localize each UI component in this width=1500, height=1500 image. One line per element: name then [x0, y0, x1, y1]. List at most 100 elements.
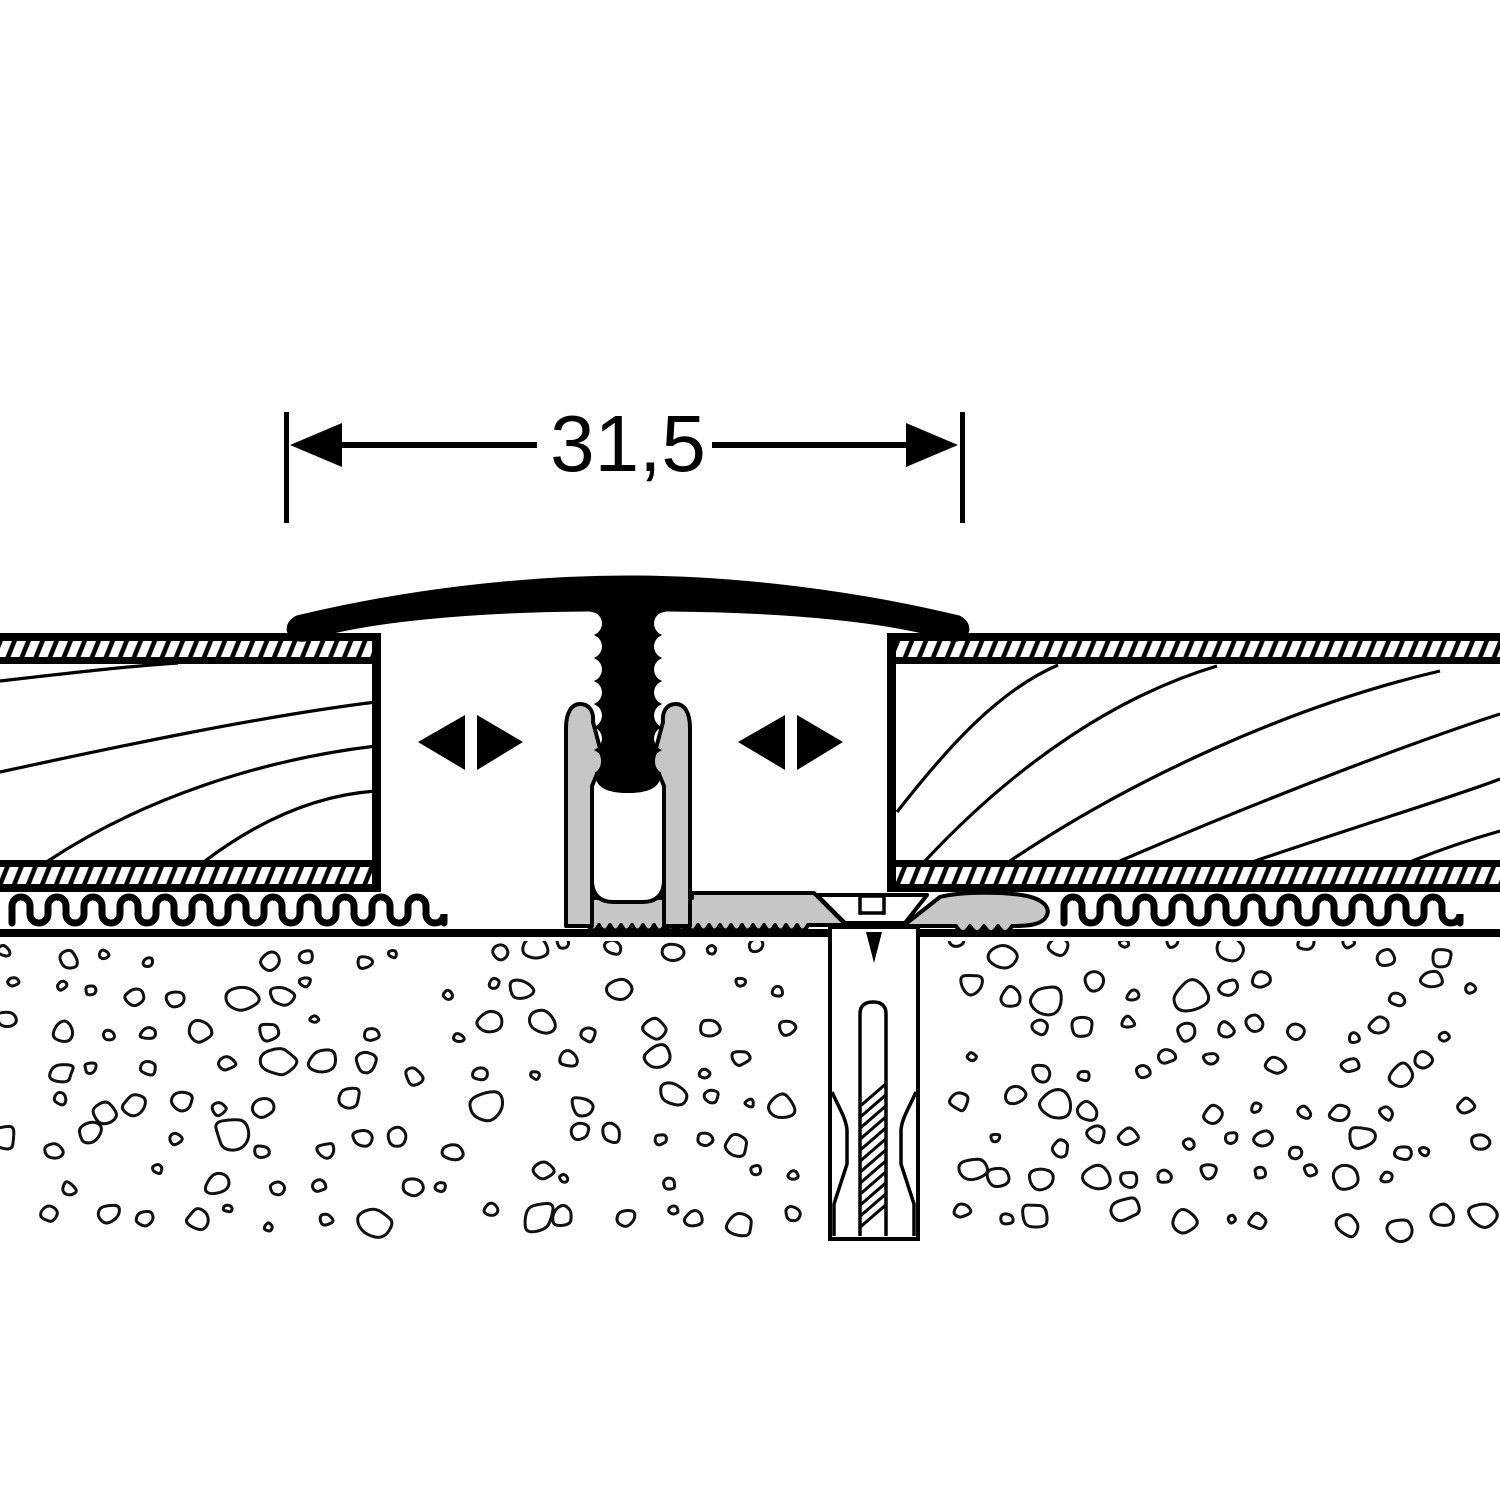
stone — [602, 941, 623, 956]
stone — [468, 1090, 505, 1123]
stone — [985, 1166, 1011, 1189]
stone — [989, 1132, 1002, 1144]
dimension-annotation: 31,5 — [284, 399, 965, 523]
stone — [77, 1120, 103, 1145]
stone — [1085, 1124, 1106, 1145]
stone — [386, 948, 398, 960]
stone — [83, 1061, 98, 1075]
stone — [43, 1142, 65, 1160]
stone — [0, 1010, 18, 1029]
stone — [91, 1100, 118, 1126]
stone — [1250, 1101, 1263, 1114]
underlay-foam — [8, 893, 1464, 927]
stone — [1253, 1165, 1268, 1180]
stone — [1070, 1015, 1094, 1038]
stone — [1327, 1103, 1351, 1123]
stone — [441, 988, 455, 1001]
stone — [1215, 941, 1245, 963]
stone — [604, 977, 634, 1002]
stone — [1244, 1013, 1265, 1033]
stone — [1377, 1105, 1394, 1122]
screw-tip-icon — [866, 932, 882, 963]
left-panel-wood-grain — [0, 661, 377, 863]
transition-profile — [286, 575, 970, 794]
stone — [1050, 1138, 1070, 1159]
movement-arrows-left — [418, 715, 523, 770]
stone — [653, 1133, 668, 1147]
stone — [641, 1016, 668, 1041]
stone — [743, 1097, 755, 1109]
stone — [1250, 970, 1272, 989]
stone — [96, 1203, 121, 1225]
dimension-extension-line-right — [960, 412, 965, 523]
stone — [224, 985, 261, 1012]
stone — [337, 1086, 361, 1110]
stone — [169, 1090, 194, 1113]
stone — [667, 1204, 680, 1216]
stone — [1038, 1088, 1073, 1120]
stone — [138, 1060, 157, 1077]
movement-arrow-left-icon — [418, 715, 465, 770]
stone — [570, 1096, 595, 1118]
stone — [61, 1180, 78, 1197]
stone — [1172, 978, 1211, 1013]
stone — [97, 948, 111, 961]
stone — [168, 1131, 184, 1147]
stone — [601, 1121, 621, 1145]
stone — [482, 1201, 500, 1217]
stone — [730, 1050, 752, 1067]
stone — [268, 1180, 287, 1197]
stone — [356, 1207, 394, 1239]
stone — [1075, 1099, 1099, 1122]
stone — [134, 1209, 155, 1228]
stone — [734, 976, 748, 988]
plug-expansion-slot-left — [830, 1091, 849, 1236]
right-panel-bottom-hatch — [893, 866, 1500, 885]
stone — [440, 1143, 465, 1162]
stone — [1003, 1084, 1028, 1106]
stone — [1287, 1145, 1304, 1161]
stone — [786, 1169, 800, 1181]
stone — [1181, 1137, 1196, 1151]
stone — [1118, 941, 1131, 949]
stone — [957, 1157, 990, 1182]
stone — [1021, 1203, 1049, 1229]
right-panel-top-border-inner — [887, 657, 1500, 664]
stone — [138, 1026, 158, 1040]
stone — [527, 1008, 557, 1035]
stone — [558, 1173, 570, 1184]
stone — [268, 985, 297, 1007]
stone — [297, 976, 312, 989]
stone — [723, 1132, 749, 1158]
stone — [1247, 1211, 1268, 1231]
stone — [521, 941, 550, 960]
left-panel-bottom-border — [0, 860, 380, 867]
stone — [363, 1027, 381, 1042]
stone — [306, 1048, 338, 1074]
stone — [1028, 985, 1063, 1017]
stone — [1437, 1030, 1451, 1043]
stone — [770, 984, 784, 998]
movement-arrows-right — [738, 715, 843, 770]
movement-arrow-right-icon — [797, 715, 843, 770]
stone — [51, 1019, 75, 1044]
stone — [120, 1093, 147, 1118]
stone — [1286, 1022, 1306, 1042]
stone — [615, 1208, 637, 1228]
stone — [1156, 1168, 1173, 1184]
stone — [1429, 1202, 1455, 1227]
stone — [555, 941, 571, 950]
screw-thread-hatch — [860, 1080, 886, 1231]
subfloor-aggregate — [0, 941, 1499, 1244]
stone — [986, 944, 1019, 970]
stone — [642, 1043, 672, 1069]
stone — [523, 1201, 555, 1234]
stone — [999, 984, 1022, 1008]
dimension-line-right — [712, 442, 908, 448]
stone — [959, 973, 984, 997]
stone — [696, 1131, 715, 1148]
stone — [0, 1124, 16, 1151]
stone — [1217, 978, 1239, 997]
stone — [1027, 1167, 1055, 1192]
stone — [141, 956, 155, 969]
